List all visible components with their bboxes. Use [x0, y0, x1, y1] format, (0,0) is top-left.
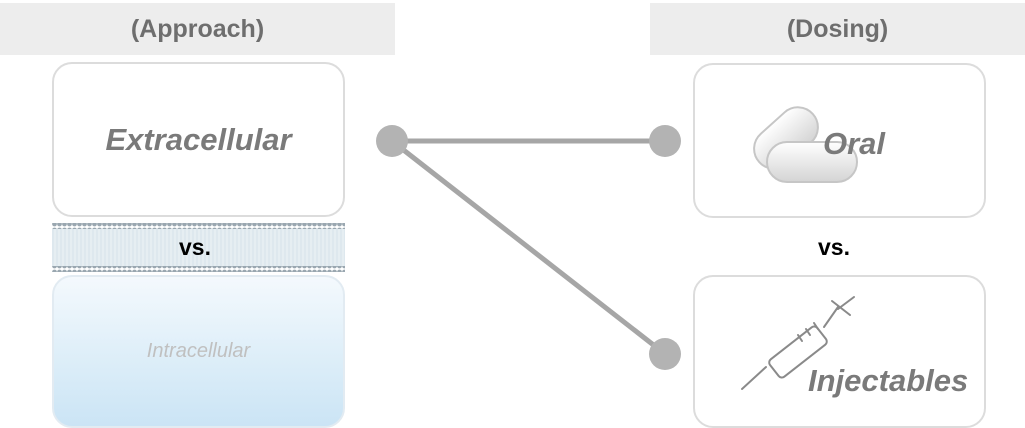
oral-label: Oral	[823, 126, 886, 161]
dosing-header: (Dosing)	[650, 3, 1025, 55]
connector-node-injectables	[649, 338, 681, 370]
intracellular-box: Intracellular	[52, 275, 345, 428]
connector-node-oral	[649, 125, 681, 157]
syringe-icon	[741, 296, 855, 390]
injectables-label: Injectables	[808, 363, 969, 398]
extracellular-box: Extracellular	[52, 62, 345, 217]
injectables-box	[693, 275, 986, 428]
extracellular-label: Extracellular	[105, 121, 292, 157]
approach-header: (Approach)	[0, 3, 395, 55]
approach-header-label: (Approach)	[130, 14, 265, 43]
intracellular-label: Intracellular	[146, 340, 251, 362]
dosing-vs-label: vs.	[818, 234, 850, 260]
connector-node-source	[376, 125, 408, 157]
lipid-bilayer-icon	[52, 223, 345, 272]
approach-vs-label: vs.	[179, 234, 211, 260]
connector-line-injectables	[389, 138, 668, 357]
dosing-header-label: (Dosing)	[786, 14, 889, 43]
pill-icon	[753, 106, 858, 183]
oral-box	[693, 63, 986, 218]
